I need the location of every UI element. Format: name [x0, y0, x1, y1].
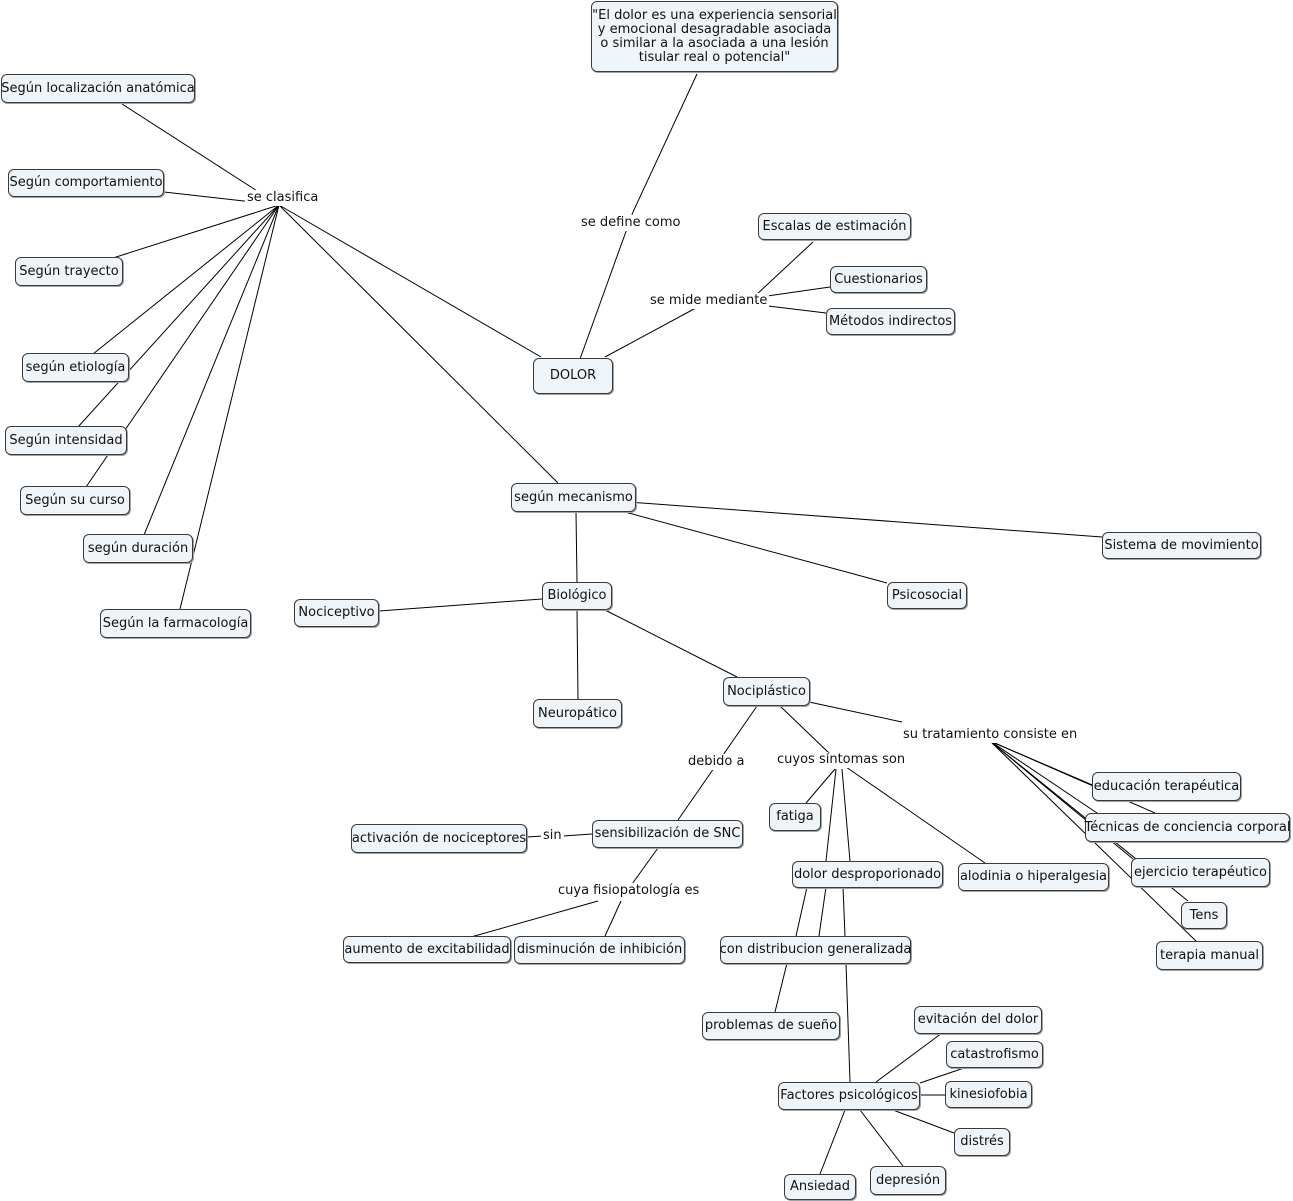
- concept-conciencia-corporal[interactable]: Técnicas de conciencia corporal: [1085, 813, 1290, 842]
- link-label-se-define-como: se define como: [579, 215, 683, 231]
- concept-sensibilizacion-snc[interactable]: sensibilización de SNC: [592, 820, 743, 848]
- link-label-fisiopatologia: cuya fisiopatología es: [556, 883, 702, 899]
- concept-activacion-nociceptores[interactable]: activación de nociceptores: [351, 824, 527, 853]
- concept-catastrofismo[interactable]: catastrofismo: [946, 1041, 1043, 1068]
- link-label-se-clasifica: se clasifica: [245, 190, 321, 206]
- link-label-sintomas: cuyos síntomas son: [775, 752, 908, 768]
- concept-segun-localizacion[interactable]: Según localización anatómica: [1, 74, 195, 103]
- concept-segun-trayecto[interactable]: Según trayecto: [15, 257, 123, 286]
- concept-segun-intensidad[interactable]: Según intensidad: [5, 426, 127, 455]
- concept-segun-curso[interactable]: Según su curso: [20, 486, 130, 515]
- concept-escalas[interactable]: Escalas de estimación: [758, 213, 911, 240]
- concept-depresion[interactable]: depresión: [870, 1166, 946, 1195]
- concept-alodinia[interactable]: alodinia o hiperalgesia: [958, 863, 1109, 891]
- concept-nociplastico[interactable]: Nociplástico: [723, 677, 810, 706]
- concept-aumento-excitabilidad[interactable]: aumento de excitabilidad: [343, 936, 511, 963]
- concept-definition[interactable]: "El dolor es una experiencia sensorial y…: [591, 1, 838, 72]
- concept-segun-etiologia[interactable]: según etiología: [22, 353, 129, 382]
- concept-educacion-terapeutica[interactable]: educación terapéutica: [1092, 772, 1241, 801]
- link-label-tratamiento: su tratamiento consiste en: [901, 727, 1080, 743]
- concept-sistema-movimiento[interactable]: Sistema de movimiento: [1102, 532, 1261, 559]
- concept-metodos-indirectos[interactable]: Métodos indirectos: [826, 308, 955, 335]
- link-label-sin: sin: [541, 828, 564, 844]
- concept-evitacion-dolor[interactable]: evitación del dolor: [914, 1006, 1042, 1034]
- concept-segun-farmacologia[interactable]: Según la farmacología: [100, 609, 251, 638]
- concept-dolor[interactable]: DOLOR: [533, 358, 613, 394]
- concept-dolor-desproporcionado[interactable]: dolor desproporionado: [792, 861, 943, 888]
- concept-segun-comportamiento[interactable]: Según comportamiento: [8, 169, 164, 197]
- concept-neuropatico[interactable]: Neuropático: [533, 699, 622, 728]
- concept-fatiga[interactable]: fatiga: [769, 803, 821, 831]
- concept-distres[interactable]: distrés: [954, 1128, 1010, 1156]
- link-label-se-mide-mediante: se mide mediante: [648, 293, 770, 309]
- concept-biologico[interactable]: Biológico: [542, 582, 612, 610]
- concept-segun-duracion[interactable]: según duración: [83, 534, 193, 563]
- concept-distribucion-generalizada[interactable]: con distribucion generalizada: [720, 936, 911, 964]
- concept-cuestionarios[interactable]: Cuestionarios: [830, 266, 927, 293]
- link-label-debido-a: debido a: [686, 754, 747, 770]
- concept-nociceptivo[interactable]: Nociceptivo: [294, 599, 379, 627]
- concept-ejercicio-terapeutico[interactable]: ejercicio terapéutico: [1131, 858, 1270, 887]
- concept-terapia-manual[interactable]: terapia manual: [1156, 941, 1263, 970]
- concept-ansiedad[interactable]: Ansiedad: [784, 1174, 856, 1200]
- concept-segun-mecanismo[interactable]: según mecanismo: [511, 483, 636, 512]
- concept-kinesiofobia[interactable]: kinesiofobia: [945, 1081, 1032, 1108]
- concept-disminucion-inhibicion[interactable]: disminución de inhibición: [514, 936, 685, 964]
- concept-tens[interactable]: Tens: [1181, 902, 1227, 929]
- concept-factores-psicologicos[interactable]: Factores psicológicos: [778, 1082, 920, 1110]
- concept-problemas-sueno[interactable]: problemas de sueño: [702, 1012, 840, 1040]
- concept-psicosocial[interactable]: Psicosocial: [887, 582, 967, 609]
